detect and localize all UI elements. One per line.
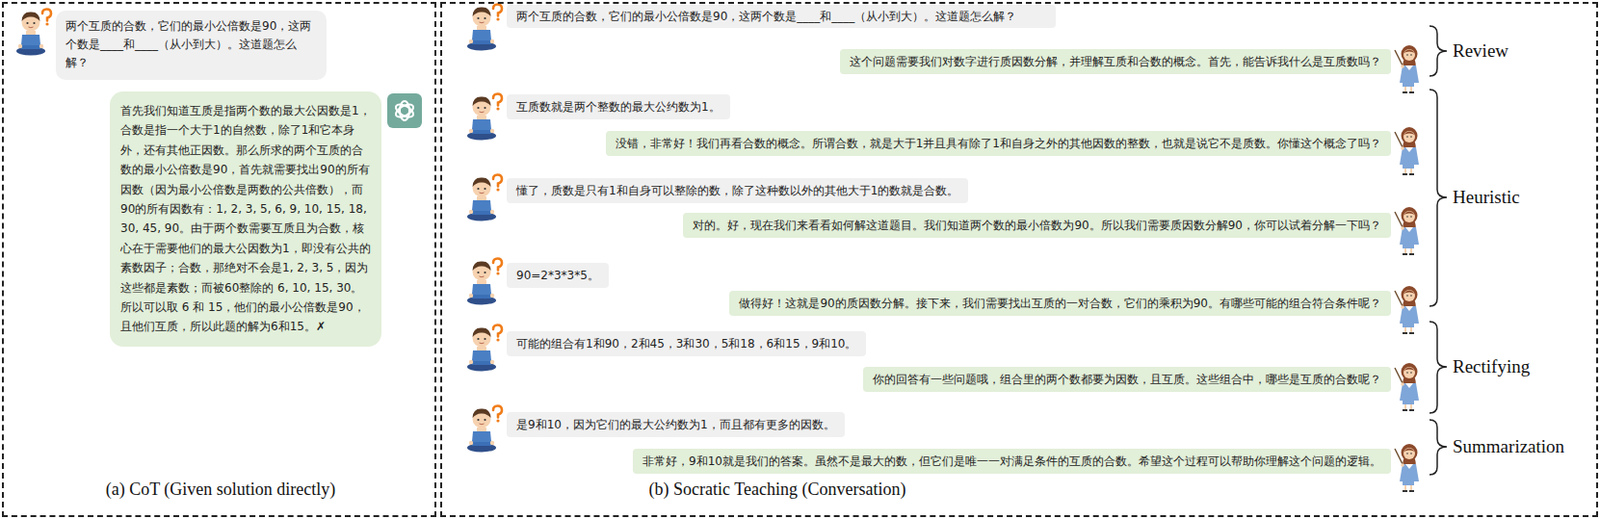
chat-bubble: 两个互质的合数，它们的最小公倍数是90，这两个数是____和____（从小到大）…: [506, 4, 1056, 28]
message-text: 懂了，质数是只有1和自身可以整除的数，除了这种数以外的其他大于1的数就是合数。: [516, 183, 959, 198]
chat-bubble: 对的。好，现在我们来看看如何解这道题目。我们知道两个数的最小倍数为90。所以我们…: [682, 212, 1391, 238]
message-text: 对的。好，现在我们来看看如何解这道题目。我们知道两个数的最小倍数为90。所以我们…: [692, 218, 1382, 233]
panel-caption: (b) Socratic Teaching (Conversation): [649, 479, 907, 500]
chat-bubble: 你的回答有一些问题哦，组合里的两个数都要为因数，且互质。这些组合中，哪些是互质的…: [863, 367, 1391, 393]
chat-bubble: 两个互质的合数，它们的最小公倍数是90，这两个数是____和____（从小到大）…: [55, 10, 327, 80]
chat-bubble: 可能的组合有1和90，2和45，3和30，5和18，6和15，9和10。: [506, 331, 866, 357]
chat-bubble: 做得好！这就是90的质因数分解。接下来，我们需要找出互质的一对合数，它们的乘积为…: [729, 290, 1391, 316]
message-text: 两个互质的合数，它们的最小公倍数是90，这两个数是____和____（从小到大）…: [516, 9, 1017, 24]
stage-label: Review: [1452, 40, 1509, 62]
stage-label: Rectifying: [1452, 356, 1530, 378]
chat-bubble: 懂了，质数是只有1和自身可以整除的数，除了这种数以外的其他大于1的数就是合数。: [506, 178, 969, 204]
message-text: 没错，非常好！我们再看合数的概念。所谓合数，就是大于1并且具有除了1和自身之外的…: [615, 136, 1382, 151]
chat-bubble: 90=2*3*3*5。: [506, 262, 609, 289]
stage-label: Heuristic: [1452, 186, 1521, 209]
message-text: 90=2*3*3*5。: [516, 268, 600, 283]
message-text: 互质数就是两个整数的最大公约数为1。: [516, 100, 721, 114]
message-text: 两个互质的合数，它们的最小公倍数是90，这两个数是____和____（从小到大）…: [65, 19, 312, 70]
message-text: 做得好！这就是90的质因数分解。接下来，我们需要找出互质的一对合数，它们的乘积为…: [738, 296, 1382, 311]
chat-bubble: 非常好，9和10就是我们的答案。虽然不是最大的数，但它们是唯一一对满足条件的互质…: [632, 448, 1391, 474]
stage-label: Summarization: [1452, 436, 1565, 458]
panel-caption: (a) CoT (Given solution directly): [105, 479, 337, 500]
message-text: 这个问题需要我们对数字进行质因数分解，并理解互质和合数的概念。首先，能告诉我什么…: [849, 54, 1382, 69]
chat-bubble: 是9和10，因为它们的最大公约数为1，而且都有更多的因数。: [506, 412, 845, 438]
chat-bubble: 没错，非常好！我们再看合数的概念。所谓合数，就是大于1并且具有除了1和自身之外的…: [605, 131, 1391, 157]
chat-bubble: 首先我们知道互质是指两个数的最大公因数是1，合数是指一个大于1的自然数，除了1和…: [109, 91, 382, 347]
wrong-mark: ✗: [315, 319, 326, 334]
message-text: 首先我们知道互质是指两个数的最大公因数是1，合数是指一个大于1的自然数，除了1和…: [120, 104, 371, 334]
message-text: 你的回答有一些问题哦，组合里的两个数都要为因数，且互质。这些组合中，哪些是互质的…: [872, 372, 1382, 387]
message-text: 非常好，9和10就是我们的答案。虽然不是最大的数，但它们是唯一一对满足条件的互质…: [642, 454, 1382, 469]
message-text: 是9和10，因为它们的最大公约数为1，而且都有更多的因数。: [516, 418, 836, 432]
dashed-panel: (b) Socratic Teaching (Conversation) 两个互质…: [440, 1, 1599, 518]
chat-bubble: 这个问题需要我们对数字进行质因数分解，并理解互质和合数的概念。首先，能告诉我什么…: [839, 49, 1391, 75]
chat-bubble: 互质数就是两个整数的最大公约数为1。: [506, 94, 731, 120]
dashed-panel: (a) CoT (Given solution directly) 两个互质的合数…: [1, 1, 437, 518]
message-text: 可能的组合有1和90，2和45，3和30，5和18，6和15，9和10。: [516, 337, 857, 351]
